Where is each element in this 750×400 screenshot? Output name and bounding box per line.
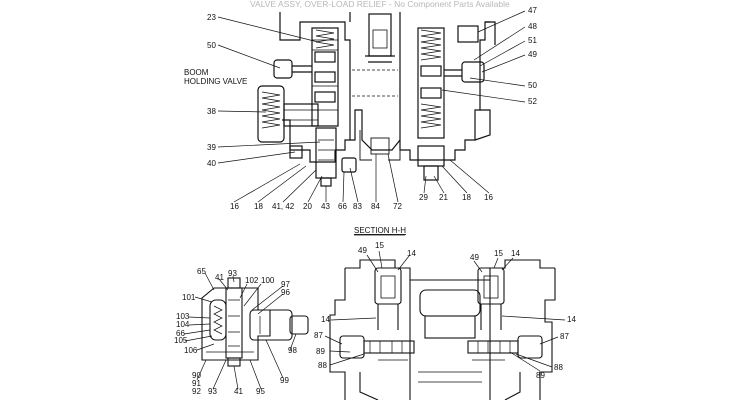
callout-65: 65: [197, 267, 206, 276]
callout-50: 50: [528, 81, 537, 90]
callout-14: 14: [511, 249, 520, 258]
callout-51: 51: [528, 36, 537, 45]
callout-106: 106: [184, 346, 198, 355]
callout-92: 92: [192, 387, 201, 396]
callout-96: 96: [281, 288, 290, 297]
callout-72: 72: [393, 202, 402, 211]
banner-availability-note: - No Component Parts Available: [388, 0, 510, 9]
callout-47: 47: [528, 6, 537, 15]
callout-103: 103: [176, 312, 190, 321]
callout-93: 93: [228, 269, 237, 278]
callout-14: 14: [321, 315, 330, 324]
callout-52: 52: [528, 97, 537, 106]
callout-50: 50: [207, 41, 216, 50]
callout-48: 48: [528, 22, 537, 31]
callout-83: 83: [353, 202, 362, 211]
callout-104: 104: [176, 320, 190, 329]
callout-38: 38: [207, 107, 216, 116]
section-callouts: 15 49 14 49 15 14 14 14 87 87 89 88 88 8…: [314, 241, 576, 380]
callout-41-42: 41, 42: [272, 202, 295, 211]
section-hh-assembly: [329, 259, 556, 400]
detail-callouts: 65 41 93 102 100 97 96 101 103 104 66 10…: [174, 267, 297, 396]
callout-97: 97: [281, 280, 290, 289]
top-leader-lines: [217, 10, 526, 203]
callout-49: 49: [470, 253, 479, 262]
boom-holding-valve-label: BOOM HOLDING VALVE: [184, 68, 247, 86]
callout-16: 16: [230, 202, 239, 211]
callout-87: 87: [560, 332, 569, 341]
callout-23: 23: [207, 13, 216, 22]
top-callouts: 23 50 38 39 40 47 48 51 49 50 52 16 18 4…: [207, 6, 537, 211]
part-availability-banner: VALVE ASSY, OVER-LOAD RELIEF - No Compon…: [244, 0, 516, 9]
callout-18: 18: [462, 193, 471, 202]
callout-88: 88: [318, 361, 327, 370]
callout-18: 18: [254, 202, 263, 211]
callout-20: 20: [303, 202, 312, 211]
callout-100: 100: [261, 276, 275, 285]
callout-84: 84: [371, 202, 380, 211]
callout-49: 49: [528, 50, 537, 59]
callout-39: 39: [207, 143, 216, 152]
callout-101: 101: [182, 293, 196, 302]
callout-41: 41: [234, 387, 243, 396]
callout-66: 66: [176, 329, 185, 338]
callout-88: 88: [554, 363, 563, 372]
callout-43: 43: [321, 202, 330, 211]
callout-40: 40: [207, 159, 216, 168]
callout-41: 41: [215, 273, 224, 282]
callout-91: 91: [192, 379, 201, 388]
callout-105: 105: [174, 336, 188, 345]
detail-leader-lines: [183, 272, 297, 390]
boom-label: BOOM: [184, 68, 209, 77]
callout-15: 15: [375, 241, 384, 250]
callout-95: 95: [256, 387, 265, 396]
callout-21: 21: [439, 193, 448, 202]
callout-89: 89: [536, 371, 545, 380]
callout-14: 14: [407, 249, 416, 258]
banner-part-name: VALVE ASSY, OVER-LOAD RELIEF: [250, 0, 387, 9]
callout-49: 49: [358, 246, 367, 255]
callout-15: 15: [494, 249, 503, 258]
callout-89: 89: [316, 347, 325, 356]
callout-102: 102: [245, 276, 259, 285]
callout-98: 98: [288, 346, 297, 355]
callout-87: 87: [314, 331, 323, 340]
callout-29: 29: [419, 193, 428, 202]
section-leader-lines: [324, 250, 566, 372]
callout-93: 93: [208, 387, 217, 396]
callout-14: 14: [567, 315, 576, 324]
callout-99: 99: [280, 376, 289, 385]
callout-16: 16: [484, 193, 493, 202]
holding-valve-label: HOLDING VALVE: [184, 77, 247, 86]
section-heading: SECTION H-H: [354, 226, 406, 235]
callout-90: 90: [192, 371, 201, 380]
top-valve-assembly: [257, 12, 496, 187]
callout-66: 66: [338, 202, 347, 211]
